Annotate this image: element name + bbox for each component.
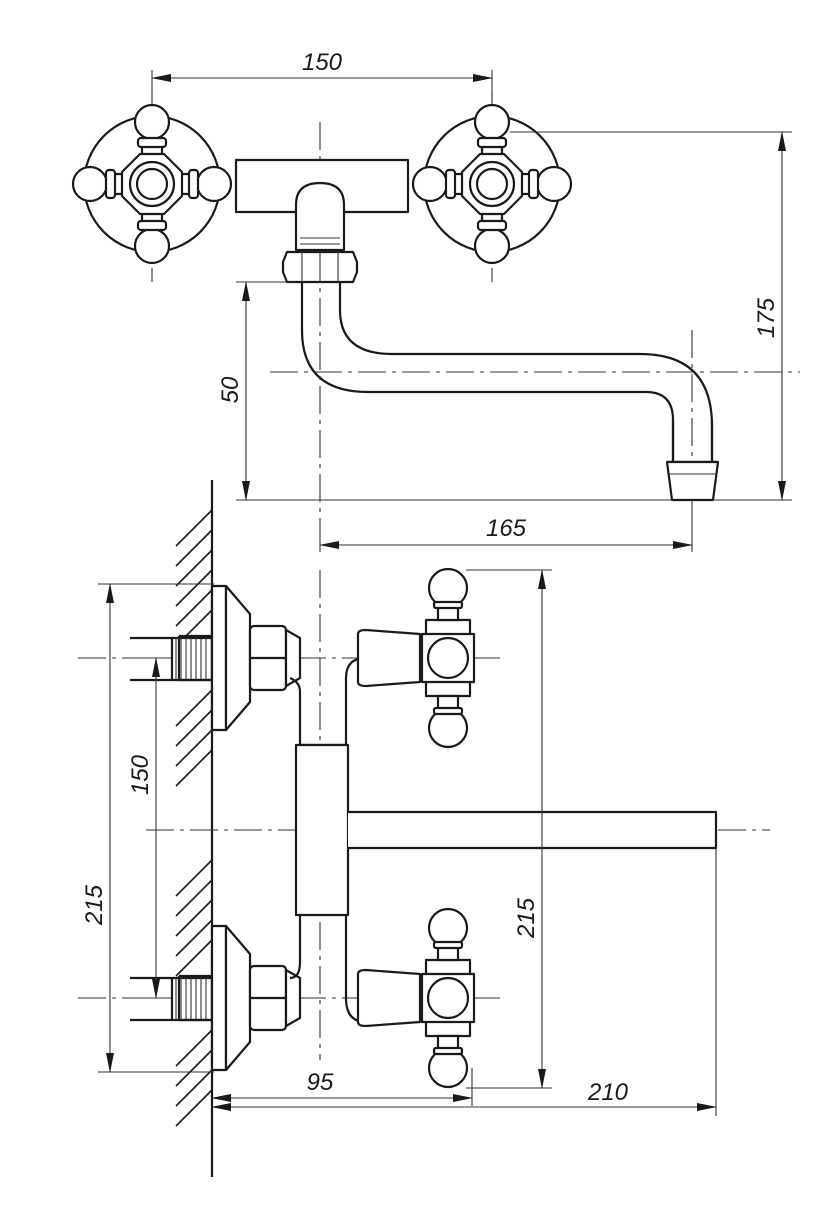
dim-side-height: 215	[513, 897, 540, 939]
dim-spout-projection: 210	[587, 1079, 629, 1106]
dim-side-spacing: 150	[127, 754, 154, 795]
dim-top-width: 150	[302, 49, 343, 76]
dim-spout-drop: 50	[217, 376, 244, 403]
dim-right-height: 175	[753, 297, 780, 338]
side-view: 150 215 215 95 210	[78, 480, 770, 1177]
top-view: 150 175 50 165	[71, 49, 800, 552]
dim-side-overall: 215	[81, 884, 108, 926]
wall-hatching	[175, 509, 213, 1127]
dim-spout-reach: 165	[486, 515, 527, 542]
dim-handle-projection: 95	[307, 1069, 334, 1096]
